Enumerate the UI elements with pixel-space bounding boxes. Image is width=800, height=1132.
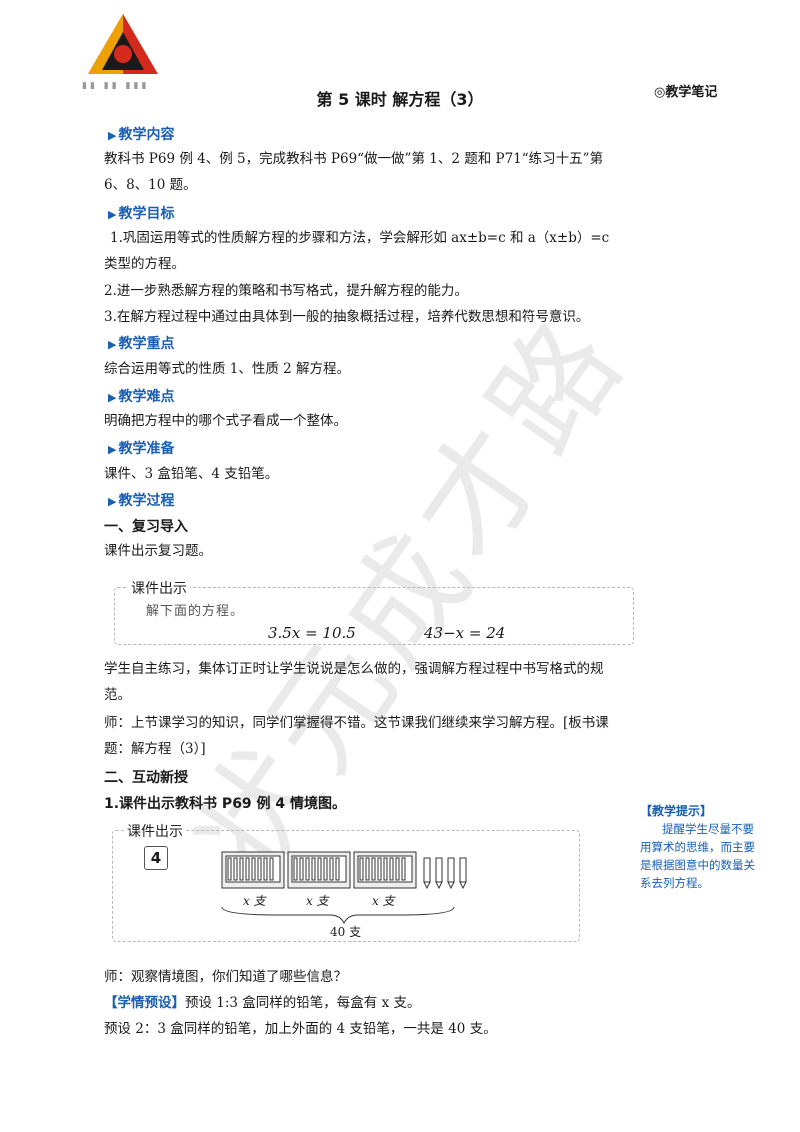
prep-heading: ▶教学准备 — [108, 441, 175, 457]
part1-title: 一、复习导入 — [104, 519, 188, 535]
preset-2: 预设 2：3 盒同样的铅笔，加上外面的 4 支铅笔，一共是 40 支。 — [104, 1021, 497, 1037]
courseware-box-review — [114, 587, 634, 645]
triangle-bullet-icon: ▶ — [108, 129, 117, 142]
triangle-bullet-icon: ▶ — [108, 338, 117, 351]
difficult-heading: ▶教学难点 — [108, 389, 175, 405]
publisher-logo-icon: ▮▮ ▮▮ ▮▮▮ — [82, 14, 158, 91]
loose-pencil-icon — [423, 857, 431, 890]
triangle-bullet-icon: ▶ — [108, 391, 117, 404]
box-label-x-2: x 支 — [306, 894, 329, 908]
review-equation-1: 3.5x = 10.5 — [268, 624, 356, 642]
box-label-x-3: x 支 — [372, 894, 395, 908]
key-text: 综合运用等式的性质 1、性质 2 解方程。 — [104, 361, 351, 377]
process-heading: ▶教学过程 — [108, 493, 175, 509]
preset-1: 【学情预设】预设 1:3 盒同样的铅笔，每盒有 x 支。 — [104, 995, 421, 1011]
preset-label: 【学情预设】 — [104, 995, 185, 1011]
prep-text: 课件、3 盒铅笔、4 支铅笔。 — [104, 466, 279, 482]
part2-title: 二、互动新授 — [104, 770, 188, 786]
part1-text: 课件出示复习题。 — [104, 543, 212, 559]
total-brace-icon — [221, 906, 455, 925]
svg-text:▮▮ ▮▮ ▮▮▮: ▮▮ ▮▮ ▮▮▮ — [82, 81, 149, 91]
box-label-x-1: x 支 — [243, 894, 266, 908]
loose-pencil-icon — [459, 857, 467, 890]
observe-text: 师：观察情境图，你们知道了哪些信息？ — [104, 969, 347, 985]
loose-pencil-icon — [447, 857, 455, 890]
goals-heading: ▶教学目标 — [108, 206, 175, 222]
difficult-text: 明确把方程中的哪个式子看成一个整体。 — [104, 413, 347, 429]
courseware-box-example — [112, 830, 580, 942]
review-equation-2: 43−x = 24 — [424, 624, 506, 642]
content-heading: ▶教学内容 — [108, 127, 175, 143]
content-text: 教科书 P69 例 4、例 5，完成教科书 P69“做一做”第 1、2 题和 P… — [104, 151, 604, 193]
triangle-bullet-icon: ▶ — [108, 208, 117, 221]
example-number-badge: 4 — [144, 846, 168, 870]
teaching-notes-label: ◎教学笔记 — [654, 85, 718, 100]
practice-text: 学生自主练习，集体订正时让学生说说是怎么做的，强调解方程过程中书写格式的规范。 — [104, 661, 604, 703]
page-title: 第 5 课时 解方程（3） — [316, 90, 484, 109]
courseware-box-label: 课件出示 — [124, 821, 186, 841]
pencil-boxes-illustration — [221, 851, 467, 890]
key-heading: ▶教学重点 — [108, 336, 175, 352]
review-instruction: 解下面的方程。 — [146, 604, 245, 619]
teaching-tip-body: 提醒学生尽量不要用算术的思维，而主要是根据图意中的数量关系去列方程。 — [640, 822, 755, 890]
goal-2: 2.进一步熟悉解方程的策略和书写格式，提升解方程的能力。 — [104, 283, 468, 299]
goal-1: 1.巩固运用等式的性质解方程的步骤和方法，学会解形如 ax±b=c 和 a（x±… — [104, 230, 610, 272]
triangle-bullet-icon: ▶ — [108, 495, 117, 508]
total-label: 40 支 — [330, 925, 362, 939]
part2-subtitle: 1.课件出示教科书 P69 例 4 情境图。 — [104, 796, 347, 812]
teacher-intro-text: 师：上节课学习的知识，同学们掌握得不错。这节课我们继续来学习解方程。[板书课题：… — [104, 715, 609, 757]
goal-3: 3.在解方程过程中通过由具体到一般的抽象概括过程，培养代数思想和符号意识。 — [104, 309, 590, 325]
triangle-bullet-icon: ▶ — [108, 443, 117, 456]
courseware-box-label: 课件出示 — [128, 578, 190, 598]
teaching-tip-title: 【教学提示】 — [640, 804, 713, 818]
loose-pencil-icon — [435, 857, 443, 890]
